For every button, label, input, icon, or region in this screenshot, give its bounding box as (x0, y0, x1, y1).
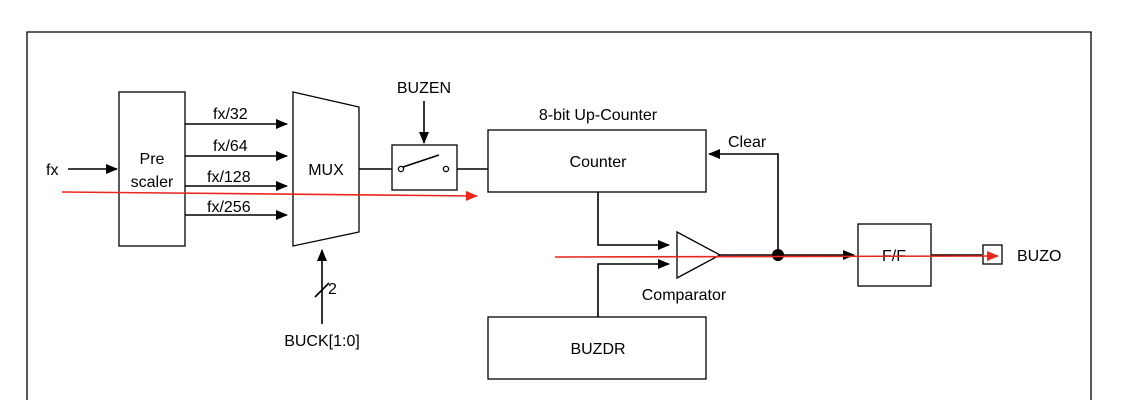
fx32-label: fx/32 (213, 106, 248, 123)
counter-label: Counter (570, 154, 628, 171)
fx256-label: fx/256 (207, 199, 251, 216)
counter-to-comparator-wire (597, 192, 670, 250)
buzdr-to-comparator-wire (597, 259, 670, 317)
clear-feedback-wire (708, 149, 779, 255)
diagram-frame (26, 31, 1092, 400)
buzen-label: BUZEN (397, 80, 451, 97)
buzdr-label: BUZDR (570, 341, 625, 358)
mux-label: MUX (308, 162, 344, 179)
highlight-line-upper (61, 190, 478, 201)
comparator-label: Comparator (642, 287, 727, 304)
fx64-label: fx/64 (213, 138, 248, 155)
bus-slash (314, 282, 330, 298)
clear-label: Clear (728, 134, 767, 151)
prescaler-block (118, 91, 186, 247)
fx128-label: fx/128 (207, 169, 251, 186)
prescaler-label-line2: scaler (131, 174, 174, 191)
highlight-line-lower (554, 251, 999, 262)
switch-contact-left (397, 165, 405, 173)
fx-label: fx (46, 162, 58, 179)
bus-width-label: 2 (328, 281, 337, 298)
upcounter-title: 8-bit Up-Counter (539, 107, 658, 124)
buzo-label: BUZO (1017, 248, 1061, 265)
buzo-pin (982, 244, 1003, 265)
comparator-symbol (676, 230, 722, 280)
counter-block (487, 129, 707, 193)
switch-blade (402, 154, 440, 168)
buzdr-block (487, 316, 707, 380)
buck-label: BUCK[1:0] (284, 333, 360, 350)
switch-contact-right (442, 165, 450, 173)
prescaler-label-line1: Pre (140, 151, 165, 168)
